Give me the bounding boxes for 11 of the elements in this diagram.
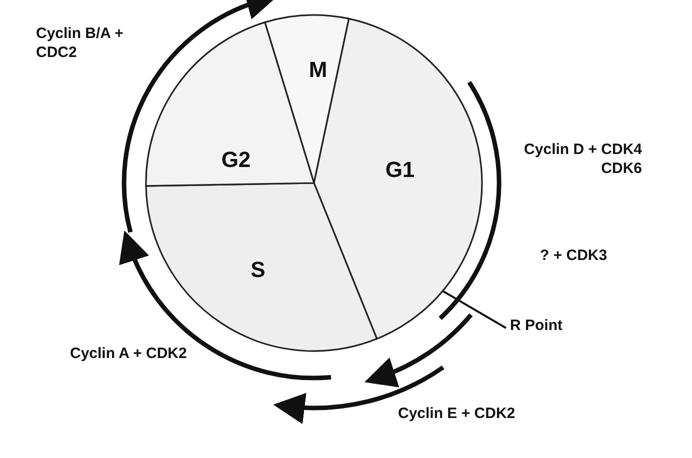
complex-label: Cyclin A + CDK2 [70,344,187,363]
leader-line [442,290,506,329]
phase-label: M [308,58,328,82]
complex-label: Cyclin B/A + CDC2 [36,24,124,62]
phase-label: G1 [385,158,415,182]
complex-label: Cyclin E + CDK2 [398,404,516,423]
phase-label: G2 [221,148,251,172]
phase-label: S [250,258,266,282]
complex-label: Cyclin D + CDK4 CDK6 [523,140,642,178]
point-label: R Point [510,316,562,335]
complex-label: ? + CDK3 [540,246,608,265]
